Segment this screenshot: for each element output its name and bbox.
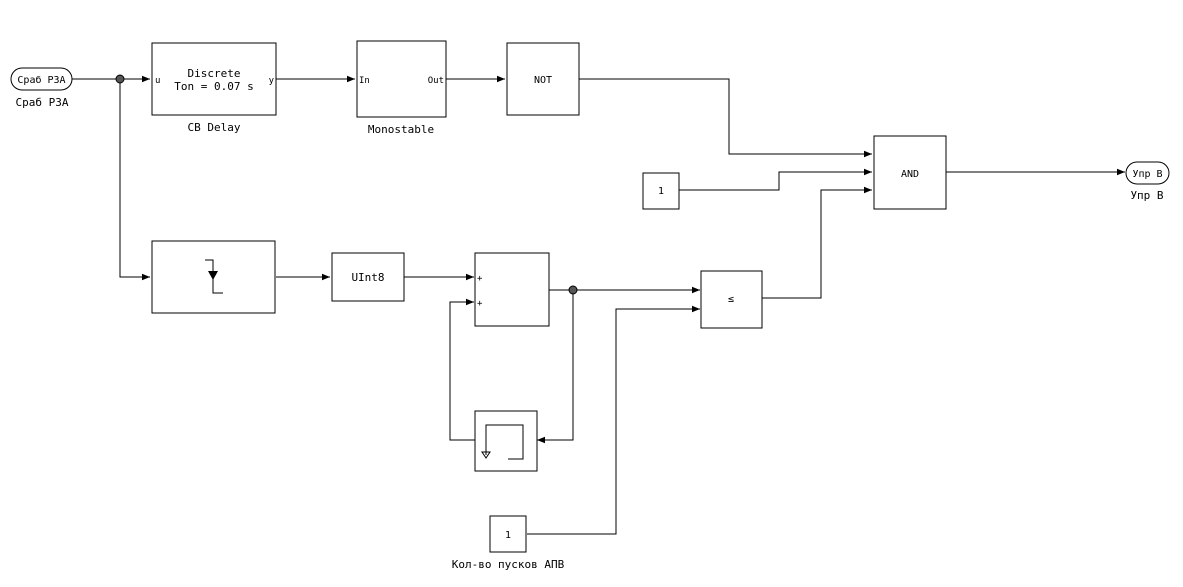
apv-constant-block[interactable]: 1 <box>489 515 527 553</box>
cb-delay-in-port: u <box>155 76 160 86</box>
falling-edge-icon <box>205 259 223 294</box>
cb-delay-caption: CB Delay <box>188 121 241 134</box>
monostable-in-port: In <box>359 76 370 86</box>
constant-block[interactable]: 1 <box>642 172 680 210</box>
constant-value: 1 <box>658 186 664 197</box>
monostable-out-port: Out <box>428 76 444 86</box>
data-type-conversion-block[interactable]: UInt8 <box>331 252 405 302</box>
unit-delay-block[interactable] <box>474 410 538 472</box>
inport-caption: Сраб РЗА <box>16 96 69 109</box>
signal-wires <box>72 74 1125 535</box>
wire-branch-to-edge[interactable] <box>119 79 150 281</box>
compare-block[interactable]: ≤ <box>700 270 763 329</box>
wire-unitdelay-to-sum[interactable] <box>449 298 475 441</box>
inport-label: Сраб РЗА <box>17 74 65 86</box>
wire-compare-to-and[interactable] <box>762 186 872 299</box>
cb-delay-line2: Ton = 0.07 s <box>174 80 253 93</box>
not-gate-block[interactable]: NOT <box>506 42 580 116</box>
branch-point <box>568 285 578 295</box>
wire-not-to-and[interactable] <box>579 78 872 158</box>
edge-detector-block[interactable] <box>151 240 276 314</box>
cb-delay-block[interactable]: Discrete Ton = 0.07 s u y <box>151 42 277 116</box>
not-gate-label: NOT <box>534 75 552 86</box>
sum-sign-2: + <box>477 299 483 309</box>
conversion-label: UInt8 <box>351 271 384 284</box>
wire-const-to-and[interactable] <box>679 168 872 191</box>
apv-constant-value: 1 <box>505 530 511 541</box>
sum-block[interactable]: + + <box>474 252 550 327</box>
apv-constant-caption: Кол-во пусков АПВ <box>452 558 565 571</box>
compare-label: ≤ <box>728 294 734 305</box>
inport-sraba-rza[interactable]: Сраб РЗА <box>10 67 73 91</box>
monostable-caption: Monostable <box>368 123 434 136</box>
outport-label: Упр В <box>1132 169 1162 180</box>
wire-apvconst-to-compare[interactable] <box>527 305 700 535</box>
branch-point <box>115 74 125 84</box>
sum-sign-1: + <box>477 274 483 284</box>
monostable-block[interactable]: In Out <box>356 40 447 118</box>
wire-sum-to-unitdelay[interactable] <box>537 290 574 444</box>
cb-delay-out-port: y <box>269 76 275 86</box>
outport-caption: Упр В <box>1130 189 1163 202</box>
and-gate-block[interactable]: AND <box>873 135 947 210</box>
cb-delay-line1: Discrete <box>188 67 241 80</box>
outport-upr-v[interactable]: Упр В <box>1125 161 1170 185</box>
and-gate-label: AND <box>901 169 919 180</box>
unit-delay-icon <box>481 424 524 460</box>
